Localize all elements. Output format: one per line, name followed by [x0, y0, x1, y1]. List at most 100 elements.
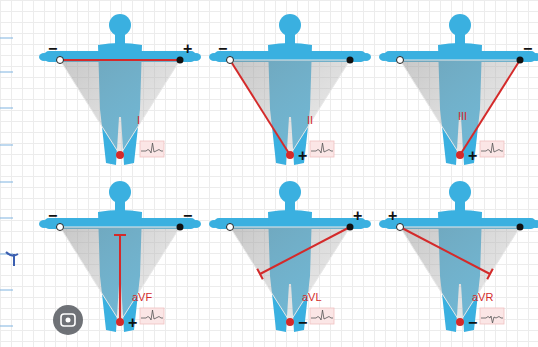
- lead-panel: [379, 14, 538, 165]
- hand: [379, 220, 389, 228]
- lead-name: aVF: [132, 292, 152, 303]
- polarity-sign: −: [183, 208, 192, 224]
- polarity-sign: +: [183, 41, 192, 57]
- hand: [361, 53, 371, 61]
- hand: [191, 220, 201, 228]
- ecg-thumbnail: [310, 141, 334, 157]
- body-figure: [209, 14, 371, 165]
- lead-name: aVR: [472, 292, 493, 303]
- lens-glyph: [66, 318, 71, 323]
- body-figure: [209, 181, 371, 332]
- electrode-dot: [347, 57, 354, 64]
- polarity-sign: +: [468, 148, 477, 164]
- body-figure: [39, 14, 201, 165]
- ecg-paper: [310, 141, 334, 157]
- lead-name: II: [307, 115, 313, 126]
- lens-button: [53, 305, 83, 335]
- polarity-sign: +: [353, 208, 362, 224]
- notebook-margin: [0, 38, 18, 326]
- lead-name: III: [458, 111, 467, 122]
- electrode-dot: [397, 57, 404, 64]
- body-figure: [379, 181, 538, 332]
- lead-line: [400, 227, 490, 274]
- ecg-paper: [140, 141, 164, 157]
- polarity-sign: −: [218, 41, 227, 57]
- hand: [39, 53, 49, 61]
- electrode-dot: [116, 151, 124, 159]
- hand: [39, 220, 49, 228]
- head: [109, 181, 131, 203]
- electrode-dot: [347, 224, 354, 231]
- head: [449, 181, 471, 203]
- ecg-thumbnail: [310, 308, 334, 324]
- electrode-dot: [177, 224, 184, 231]
- margin-rule: [0, 326, 13, 327]
- electrode-dot: [286, 318, 294, 326]
- hand: [209, 220, 219, 228]
- hand: [209, 53, 219, 61]
- electrode-dot: [517, 57, 524, 64]
- polarity-sign: +: [298, 148, 307, 164]
- hand: [191, 53, 201, 61]
- ecg-thumbnail: [480, 141, 504, 157]
- ecg-trace: [311, 310, 333, 320]
- lead-panel: [209, 14, 371, 165]
- lens-icon: [53, 305, 83, 335]
- hand: [379, 53, 389, 61]
- ecg-paper: [140, 308, 164, 324]
- hand: [531, 220, 538, 228]
- electrode-dot: [397, 224, 404, 231]
- body-figure: [379, 14, 538, 165]
- lens-glyph: [61, 314, 75, 326]
- electrode-dot: [57, 57, 64, 64]
- ecg-trace: [311, 143, 333, 153]
- electrode-dot: [456, 151, 464, 159]
- ecg-trace: [141, 310, 163, 320]
- margin-rule: [0, 38, 13, 39]
- electrode-dot: [177, 57, 184, 64]
- polarity-sign: −: [48, 208, 57, 224]
- lead-name: I: [137, 115, 140, 126]
- lead-name: aVL: [302, 292, 322, 303]
- lead-panel: [209, 181, 371, 332]
- ink-mark: [6, 252, 18, 266]
- polarity-sign: +: [128, 315, 137, 331]
- ecg-thumbnail: [480, 308, 504, 324]
- margin-rule: [0, 72, 13, 73]
- electrode-dot: [456, 318, 464, 326]
- ecg-trace: [141, 143, 163, 153]
- electrode-dot: [227, 57, 234, 64]
- lead-vector: [257, 227, 350, 279]
- margin-rule: [0, 218, 13, 219]
- lead-line: [257, 269, 263, 280]
- electrode-dot: [57, 224, 64, 231]
- margin-rule: [0, 290, 13, 291]
- ecg-paper: [480, 308, 504, 324]
- margin-rule: [0, 108, 13, 109]
- ecg-thumbnail: [140, 141, 164, 157]
- polarity-sign: −: [48, 41, 57, 57]
- lead-line: [119, 235, 121, 322]
- head: [449, 14, 471, 36]
- electrode-dot: [517, 224, 524, 231]
- ecg-trace: [481, 143, 503, 153]
- lead-line: [230, 60, 290, 155]
- head: [279, 181, 301, 203]
- lead-vector: [114, 235, 126, 322]
- ecg-trace: [481, 316, 503, 323]
- margin-rule: [0, 182, 13, 183]
- electrode-dot: [286, 151, 294, 159]
- margin-rule: [0, 145, 13, 146]
- polarity-sign: −: [298, 315, 307, 331]
- hand: [361, 220, 371, 228]
- electrode-dot: [116, 318, 124, 326]
- lead-vector: [400, 227, 493, 279]
- electrode-dot: [227, 224, 234, 231]
- lead-line: [114, 234, 126, 236]
- lead-line: [487, 269, 493, 280]
- polarity-sign: −: [523, 41, 532, 57]
- lead-vector: [230, 60, 290, 155]
- ecg-thumbnail: [140, 308, 164, 324]
- ecg-paper: [480, 141, 504, 157]
